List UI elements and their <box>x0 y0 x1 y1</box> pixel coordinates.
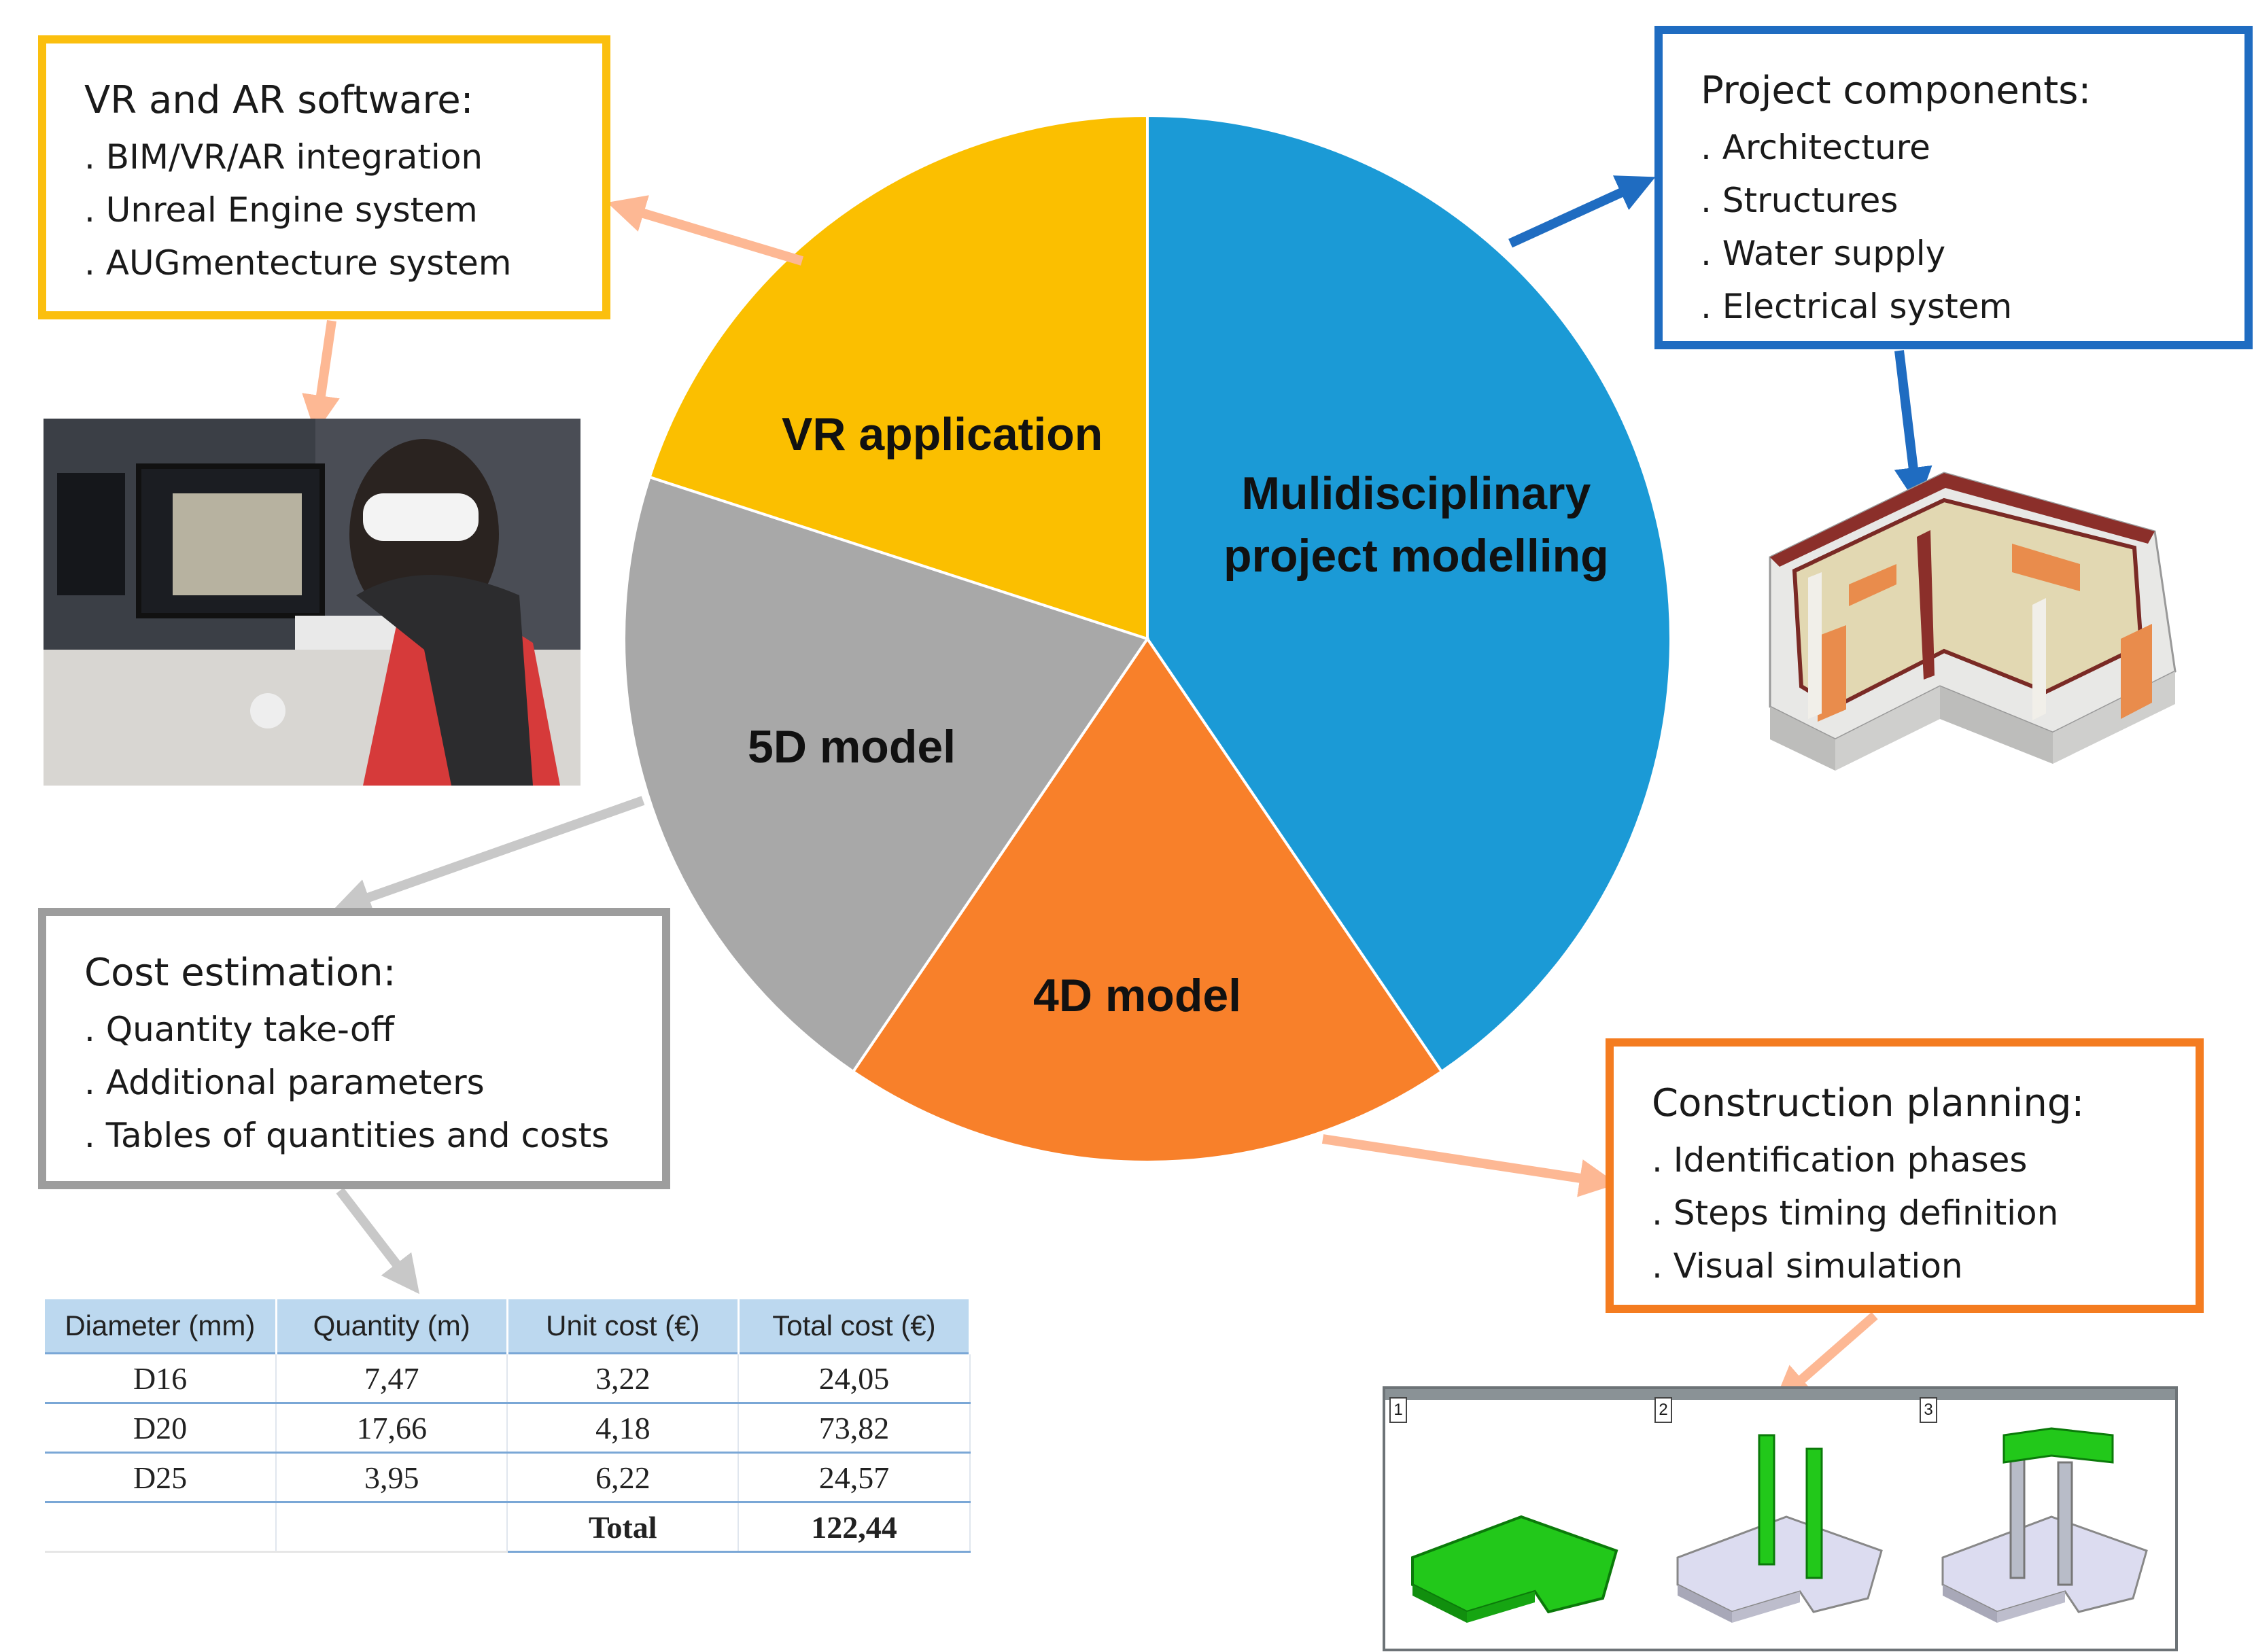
building-model-illustration <box>1769 472 2177 771</box>
frame-1-illustration <box>1411 1515 1618 1623</box>
frame-2-illustration <box>1676 1434 1883 1623</box>
simulation-frame-1: 1 <box>1385 1394 1648 1649</box>
arrow-planning-box-to-frames <box>1773 1312 1878 1405</box>
pie-label-multidisciplinary: Mulidisciplinary project modelling <box>1224 462 1609 587</box>
pie-slice-5d-model <box>623 475 1150 1074</box>
table-row: D16 7,47 3,22 24,05 <box>45 1352 971 1403</box>
vr-box-title: VR and AR software: <box>84 78 474 122</box>
table-cell: D16 <box>45 1352 277 1403</box>
arrow-pie-to-project-box <box>1508 175 1656 248</box>
table-cell-empty <box>45 1501 277 1553</box>
project-box-item: . Structures <box>1701 181 1898 220</box>
vr-box-item: . Unreal Engine system <box>84 190 478 230</box>
frame-3-illustration <box>1941 1427 2148 1623</box>
strip-header-bar <box>1385 1389 2175 1400</box>
table-header-cell: Total cost (€) <box>738 1299 971 1354</box>
pie-chart <box>623 113 1672 1163</box>
simulation-frame-2: 2 <box>1650 1394 1913 1649</box>
table-row: D20 17,66 4,18 73,82 <box>45 1402 971 1453</box>
table-cell-empty <box>276 1501 508 1553</box>
table-cell: 7,47 <box>276 1352 508 1403</box>
pie-label-multidisciplinary-line1: Mulidisciplinary <box>1241 468 1591 519</box>
table-cell: 73,82 <box>738 1402 971 1453</box>
table-cell: D20 <box>45 1402 277 1453</box>
table-header-cell: Quantity (m) <box>276 1299 508 1354</box>
pie-label-multidisciplinary-line2: project modelling <box>1224 530 1609 582</box>
arrow-cost-box-to-table <box>336 1187 420 1295</box>
frame-number: 1 <box>1389 1397 1407 1423</box>
frame-number: 2 <box>1654 1397 1672 1423</box>
project-box-title: Project components: <box>1701 69 2092 113</box>
construction-planning-box: Construction planning: . Identification … <box>1606 1038 2204 1313</box>
pie-label-vr-application: VR application <box>782 408 1103 460</box>
arrow-pie-to-vr-box <box>607 195 804 266</box>
table-cell: 4,18 <box>507 1402 740 1453</box>
simulation-frame-3: 3 <box>1915 1394 2178 1649</box>
cost-box-item: . Tables of quantities and costs <box>84 1116 610 1155</box>
pie-slice-vr-application <box>648 113 1149 641</box>
project-box-item: . Electrical system <box>1701 287 2013 326</box>
table-total-value: 122,44 <box>738 1501 971 1553</box>
cost-box-title: Cost estimation: <box>84 951 396 995</box>
table-header-cell: Diameter (mm) <box>45 1299 277 1354</box>
table-cell: 24,05 <box>738 1352 971 1403</box>
planning-box-item: . Visual simulation <box>1652 1246 1963 1286</box>
frame-number: 3 <box>1920 1397 1937 1423</box>
table-cell: 17,66 <box>276 1402 508 1453</box>
planning-box-title: Construction planning: <box>1652 1081 2085 1125</box>
arrow-pie-to-cost-box <box>332 796 645 916</box>
table-total-label: Total <box>507 1501 740 1553</box>
project-box-item: . Water supply <box>1701 234 1946 273</box>
table-cell: 3,95 <box>276 1452 508 1502</box>
pie-label-5d-model: 5D model <box>748 721 956 773</box>
cost-box-item: . Quantity take-off <box>84 1010 394 1049</box>
cost-estimation-box: Cost estimation: . Quantity take-off . A… <box>38 908 670 1189</box>
pie-slice-multidisciplinary <box>1146 113 1672 1074</box>
arrow-vr-box-to-photo <box>302 319 340 434</box>
project-components-box: Project components: . Architecture . Str… <box>1654 26 2253 349</box>
pie-label-4d-model: 4D model <box>1033 970 1242 1021</box>
vr-ar-software-box: VR and AR software: . BIM/VR/AR integrat… <box>38 35 610 319</box>
table-header-cell: Unit cost (€) <box>507 1299 740 1354</box>
vr-user-photo <box>44 419 580 786</box>
planning-box-item: . Identification phases <box>1652 1140 2028 1180</box>
vr-photo-illustration <box>44 419 580 786</box>
table-cell: 3,22 <box>507 1352 740 1403</box>
table-header-row: Diameter (mm) Quantity (m) Unit cost (€)… <box>45 1299 971 1354</box>
arrow-pie-to-planning-box <box>1321 1134 1618 1197</box>
pie-slice-4d-model <box>851 636 1444 1163</box>
table-row: D25 3,95 6,22 24,57 <box>45 1452 971 1502</box>
table-cell: 6,22 <box>507 1452 740 1502</box>
cost-table: Diameter (mm) Quantity (m) Unit cost (€)… <box>45 1299 971 1553</box>
arrow-project-box-to-model <box>1894 350 1932 506</box>
vr-box-item: . BIM/VR/AR integration <box>84 137 483 177</box>
cost-box-item: . Additional parameters <box>84 1063 485 1102</box>
table-cell: 24,57 <box>738 1452 971 1502</box>
project-box-item: . Architecture <box>1701 128 1930 167</box>
table-cell: D25 <box>45 1452 277 1502</box>
vr-box-item: . AUGmentecture system <box>84 243 512 283</box>
table-total-row: Total 122,44 <box>45 1501 971 1553</box>
planning-box-item: . Steps timing definition <box>1652 1193 2059 1233</box>
